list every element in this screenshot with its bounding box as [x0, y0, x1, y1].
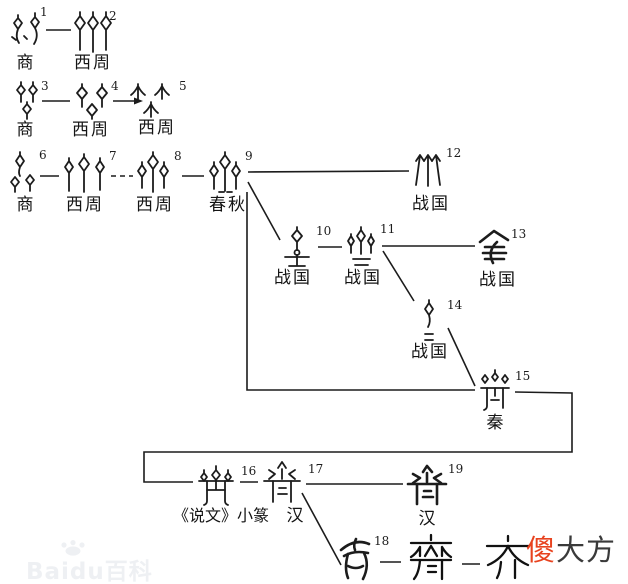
form-4-number: 4 [111, 79, 119, 93]
watermark-gray-chars: 大方 [556, 533, 617, 567]
form-7-number: 7 [109, 149, 117, 163]
glyph-5-bronze [126, 82, 178, 120]
form-17-number: 17 [308, 462, 324, 476]
form-15-number: 15 [515, 369, 531, 383]
glyph-10-warring-states [276, 225, 318, 271]
form-11-period: 战国 [344, 268, 382, 288]
form-12-number: 12 [446, 146, 462, 160]
glyph-13-warring-states [476, 228, 512, 268]
glyph-11-warring-states [344, 225, 380, 269]
form-5-period: 西周 [138, 118, 176, 138]
form-16-number: 16 [241, 464, 257, 478]
form-13-number: 13 [511, 227, 527, 241]
glyph-12-warring-states [409, 149, 447, 193]
glyph-4-bronze [72, 82, 112, 120]
printed-traditional-qi [404, 533, 458, 583]
watermark-baidu: Baidu百科 [26, 559, 153, 584]
glyph-7-bronze [60, 152, 110, 194]
form-10-period: 战国 [274, 268, 312, 288]
link-14-15 [447, 327, 476, 387]
glyph-1-oracle-bone [8, 12, 44, 50]
form-1-period: 商 [16, 53, 36, 73]
form-12-period: 战国 [412, 194, 450, 214]
link-9-12 [247, 170, 410, 173]
form-13-period: 战国 [479, 270, 517, 290]
form-2-period: 西周 [74, 53, 112, 73]
glyph-14-warring-states [416, 298, 442, 346]
link-17-18 [301, 492, 342, 566]
link-9-15 [246, 192, 475, 391]
form-5-number: 5 [179, 79, 187, 93]
baidu-paw-icon [58, 540, 88, 556]
form-8-period: 西周 [136, 195, 174, 215]
form-8-number: 8 [174, 149, 182, 163]
form-14-period: 战国 [411, 342, 449, 362]
form-2-number: 2 [109, 9, 117, 23]
form-3-period: 商 [16, 120, 36, 140]
glyph-19-han-clerical [404, 464, 450, 508]
glyph-8-bronze [134, 150, 172, 196]
watermark-shadafang: 傻大方 [526, 536, 616, 565]
form-6-period: 商 [16, 195, 36, 215]
arrowhead-4-5 [134, 97, 143, 105]
form-6-number: 6 [39, 148, 47, 162]
form-19-period: 汉 [418, 509, 438, 529]
glyph-9-spring-autumn [205, 151, 245, 195]
glyph-3-oracle-bone [14, 80, 40, 120]
form-1-number: 1 [40, 5, 48, 19]
glyph-6-oracle-bone [8, 150, 40, 194]
form-14-number: 14 [447, 298, 463, 312]
form-9-period: 春秋 [209, 195, 247, 215]
form-10-number: 10 [316, 224, 332, 238]
watermark-red-char: 傻 [526, 533, 557, 567]
glyph-16-small-seal [194, 464, 238, 506]
form-18-number: 18 [374, 534, 390, 548]
form-3-number: 3 [41, 79, 49, 93]
form-17-period: 汉 [286, 506, 306, 526]
glyph-18-cursive [334, 536, 378, 582]
form-11-number: 11 [380, 222, 396, 236]
glyph-2-bronze [72, 10, 114, 54]
link-9-10 [247, 181, 281, 241]
form-7-period: 西周 [66, 195, 104, 215]
form-15-period: 秦 [486, 413, 506, 433]
form-19-number: 19 [448, 462, 464, 476]
form-16-period: 《说文》小篆 [172, 506, 269, 525]
form-4-period: 西周 [72, 120, 110, 140]
printed-simplified-qi [482, 533, 534, 581]
link-11-14 [382, 250, 415, 302]
glyph-15-qin [476, 368, 514, 414]
form-9-number: 9 [245, 149, 253, 163]
link-15-16 [143, 391, 573, 483]
glyph-17-han [260, 460, 304, 506]
